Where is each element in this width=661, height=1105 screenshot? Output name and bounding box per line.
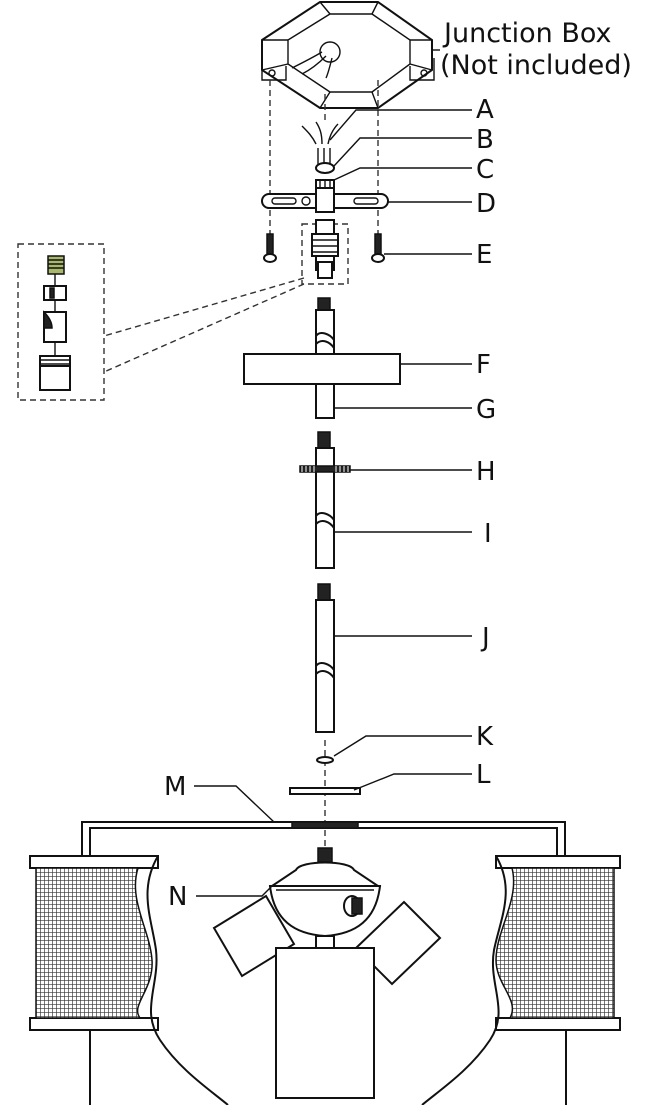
threaded-nipple-detail <box>47 255 65 275</box>
washer-b <box>315 162 335 174</box>
label-e: E <box>476 240 492 270</box>
label-h: H <box>476 457 496 487</box>
detail-leader-2 <box>103 283 305 373</box>
label-d: D <box>476 189 496 219</box>
junction-box-label-line1: Junction Box <box>442 18 612 49</box>
label-l: L <box>476 760 491 790</box>
shade-left <box>29 855 229 1105</box>
washer-k <box>316 756 334 764</box>
wires-a <box>301 121 339 166</box>
label-a: A <box>476 95 494 125</box>
label-c: C <box>476 155 494 185</box>
coupler-detail-box <box>17 243 105 401</box>
crossbar-d <box>261 187 389 213</box>
frame-m <box>81 821 566 856</box>
label-i: I <box>484 519 492 549</box>
label-n: N <box>168 882 187 912</box>
coupler-assembly <box>301 219 349 285</box>
label-k: K <box>476 722 494 752</box>
label-f: F <box>476 350 491 380</box>
leader-lines <box>194 109 472 897</box>
rod-i <box>315 431 335 569</box>
label-j: J <box>480 623 490 653</box>
shade-right <box>421 855 621 1105</box>
screw-e-left <box>263 233 277 263</box>
canopy-f <box>243 353 401 385</box>
label-m: M <box>164 772 186 802</box>
label-g: G <box>476 395 496 425</box>
screw-e-right <box>371 233 385 263</box>
fixture-body-n <box>212 847 442 1099</box>
junction-box <box>261 1 435 109</box>
ring-h <box>299 465 351 473</box>
label-b: B <box>476 125 494 155</box>
rod-j <box>315 583 335 733</box>
junction-box-label-line2: (Not included) <box>440 50 632 81</box>
detail-leader-1 <box>103 277 305 337</box>
plate-l <box>289 787 361 795</box>
